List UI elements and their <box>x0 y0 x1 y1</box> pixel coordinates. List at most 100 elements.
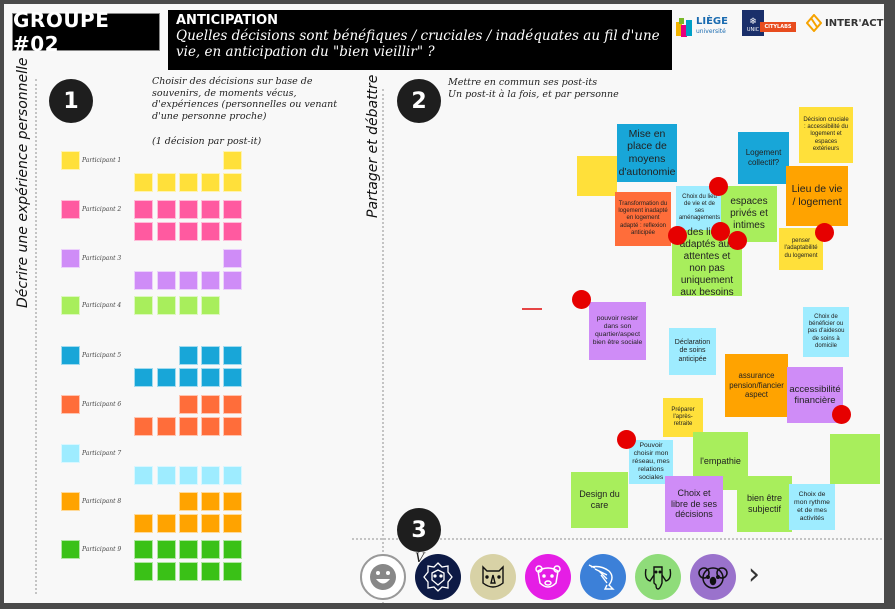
postit-slot[interactable] <box>223 151 242 170</box>
postit-slot[interactable] <box>134 200 153 219</box>
next-arrow-button[interactable]: › <box>748 557 760 592</box>
vote-dot[interactable] <box>709 177 728 196</box>
postit-slot[interactable] <box>157 540 176 559</box>
postit-slot[interactable] <box>179 562 198 581</box>
postit-slot[interactable] <box>223 562 242 581</box>
postit-note[interactable]: Choix et libre de ses décisions <box>665 476 723 532</box>
postit-slot[interactable] <box>134 271 153 290</box>
postit-note[interactable]: Choix de bénéficier ou pas d'aidesou de … <box>803 307 849 357</box>
avatar-bear[interactable] <box>525 554 571 600</box>
postit-note[interactable]: Lieu de vie / logement <box>786 166 848 226</box>
postit-slot[interactable] <box>157 417 176 436</box>
postit-slot[interactable] <box>223 368 242 387</box>
postit-note[interactable]: Décision cruciale : accessibilité du log… <box>799 107 853 163</box>
postit-slot[interactable] <box>223 492 242 511</box>
step3-label: V <box>415 551 425 566</box>
postit-slot[interactable] <box>201 296 220 315</box>
postit-slot[interactable] <box>201 368 220 387</box>
vote-dot[interactable] <box>832 405 851 424</box>
postit-note[interactable]: Préparer l'après-retraite <box>663 398 703 437</box>
postit-slot[interactable] <box>157 222 176 241</box>
vote-dot[interactable] <box>711 222 730 241</box>
postit-note[interactable]: bien être subjectif <box>737 476 792 532</box>
avatar-lion[interactable] <box>415 554 461 600</box>
postit-slot[interactable] <box>223 200 242 219</box>
postit-slot[interactable] <box>179 395 198 414</box>
postit-slot[interactable] <box>223 466 242 485</box>
postit-slot[interactable] <box>179 417 198 436</box>
vote-dot[interactable] <box>728 231 747 250</box>
postit-note[interactable]: Mise en place de moyens d'autonomie <box>617 124 677 182</box>
postit-slot[interactable] <box>223 417 242 436</box>
postit-slot[interactable] <box>201 492 220 511</box>
postit-slot[interactable] <box>223 395 242 414</box>
postit-slot[interactable] <box>223 249 242 268</box>
postit-slot[interactable] <box>201 540 220 559</box>
vote-dot[interactable] <box>617 430 636 449</box>
postit-note[interactable]: assurance pension/fiancier aspect <box>725 354 788 417</box>
postit-slot[interactable] <box>179 222 198 241</box>
postit-slot[interactable] <box>157 296 176 315</box>
postit-slot[interactable] <box>179 173 198 192</box>
postit-slot[interactable] <box>157 200 176 219</box>
postit-slot[interactable] <box>134 222 153 241</box>
postit-slot[interactable] <box>134 514 153 533</box>
avatar-elephant[interactable] <box>635 554 681 600</box>
vote-dot[interactable] <box>815 223 834 242</box>
postit-slot[interactable] <box>134 466 153 485</box>
postit-slot[interactable] <box>223 540 242 559</box>
postit-slot[interactable] <box>179 540 198 559</box>
postit-note[interactable] <box>830 434 880 484</box>
postit-slot[interactable] <box>134 173 153 192</box>
postit-slot[interactable] <box>157 562 176 581</box>
postit-slot[interactable] <box>223 173 242 192</box>
postit-slot[interactable] <box>179 346 198 365</box>
postit-note[interactable]: Transformation du logement inadapté en l… <box>615 192 671 246</box>
postit-slot[interactable] <box>134 368 153 387</box>
postit-slot[interactable] <box>134 296 153 315</box>
postit-slot[interactable] <box>157 173 176 192</box>
postit-note[interactable]: Choix de mon rythme et de mes activités <box>789 484 835 530</box>
avatar-smiley[interactable] <box>360 554 406 600</box>
postit-slot[interactable] <box>201 395 220 414</box>
postit-slot[interactable] <box>201 173 220 192</box>
step1-side-label: Décrire une expérience personnelle <box>15 57 31 308</box>
postit-slot[interactable] <box>179 200 198 219</box>
postit-note[interactable]: Design du care <box>571 472 628 528</box>
postit-slot[interactable] <box>179 271 198 290</box>
postit-slot[interactable] <box>134 540 153 559</box>
postit-slot[interactable] <box>201 222 220 241</box>
postit-note[interactable]: Logement collectif? <box>738 132 789 184</box>
postit-slot[interactable] <box>134 417 153 436</box>
postit-slot[interactable] <box>201 562 220 581</box>
step1-instructions: Choisir des décisions sur base de souven… <box>152 76 338 122</box>
postit-slot[interactable] <box>179 492 198 511</box>
avatar-koala[interactable] <box>690 554 736 600</box>
postit-slot[interactable] <box>201 417 220 436</box>
postit-slot[interactable] <box>179 466 198 485</box>
postit-slot[interactable] <box>201 200 220 219</box>
avatar-shrimp[interactable] <box>580 554 626 600</box>
postit-slot[interactable] <box>201 346 220 365</box>
postit-slot[interactable] <box>179 514 198 533</box>
postit-slot[interactable] <box>201 271 220 290</box>
postit-slot[interactable] <box>223 222 242 241</box>
postit-slot[interactable] <box>223 514 242 533</box>
postit-slot[interactable] <box>223 346 242 365</box>
postit-slot[interactable] <box>179 368 198 387</box>
postit-slot[interactable] <box>201 514 220 533</box>
postit-note[interactable]: pouvoir rester dans son quartier/aspect … <box>589 302 646 360</box>
vote-dot[interactable] <box>572 290 591 309</box>
postit-note[interactable]: Déclaration de soins anticipée <box>669 328 716 375</box>
postit-slot[interactable] <box>179 296 198 315</box>
postit-slot[interactable] <box>157 514 176 533</box>
postit-slot[interactable] <box>201 466 220 485</box>
vote-dot[interactable] <box>668 226 687 245</box>
postit-slot[interactable] <box>223 271 242 290</box>
avatar-rhino[interactable] <box>470 554 516 600</box>
postit-note[interactable] <box>577 156 617 196</box>
postit-slot[interactable] <box>157 271 176 290</box>
postit-slot[interactable] <box>157 466 176 485</box>
postit-slot[interactable] <box>134 562 153 581</box>
postit-slot[interactable] <box>157 368 176 387</box>
